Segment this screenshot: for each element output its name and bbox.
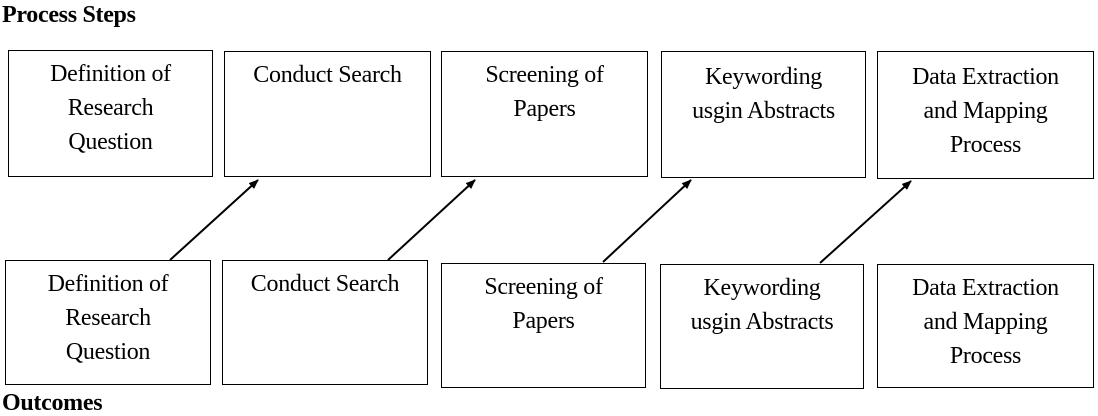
outcomes-title: Outcomes bbox=[2, 390, 103, 416]
process-step-label: Definition of Research Question bbox=[50, 61, 171, 155]
outcome-conduct-search: Conduct Search bbox=[222, 260, 428, 385]
outcome-keywording: Keywording usgin Abstracts bbox=[660, 264, 864, 389]
arrow-outcome1-to-conduct-search bbox=[169, 179, 259, 261]
process-step-label: Screening of Papers bbox=[485, 62, 604, 122]
outcome-definition-of-research-question: Definition of Research Question bbox=[5, 260, 211, 385]
arrow-outcome2-to-screening bbox=[387, 179, 476, 261]
process-step-label: Conduct Search bbox=[253, 62, 402, 88]
process-step-label: Keywording usgin Abstracts bbox=[692, 64, 835, 124]
process-step-data-extraction: Data Extraction and Mapping Process bbox=[877, 51, 1094, 179]
outcome-label: Data Extraction and Mapping Process bbox=[912, 275, 1059, 369]
outcome-label: Conduct Search bbox=[250, 271, 400, 297]
outcome-screening-of-papers: Screening of Papers bbox=[441, 263, 646, 388]
process-step-label: Data Extraction and Mapping Process bbox=[912, 64, 1059, 158]
process-step-conduct-search: Conduct Search bbox=[224, 51, 431, 177]
outcome-data-extraction: Data Extraction and Mapping Process bbox=[877, 264, 1094, 388]
outcome-label: Keywording usgin Abstracts bbox=[690, 275, 834, 335]
outcome-label: Screening of Papers bbox=[484, 274, 603, 334]
outcome-label: Definition of Research Question bbox=[47, 271, 169, 365]
process-step-keywording: Keywording usgin Abstracts bbox=[661, 51, 866, 178]
process-step-screening-of-papers: Screening of Papers bbox=[441, 51, 648, 177]
arrow-outcome4-to-data-extraction bbox=[819, 180, 912, 264]
arrow-outcome3-to-keywording bbox=[602, 179, 692, 263]
process-steps-title: Process Steps bbox=[2, 2, 136, 28]
process-step-definition-of-research-question: Definition of Research Question bbox=[8, 50, 213, 177]
